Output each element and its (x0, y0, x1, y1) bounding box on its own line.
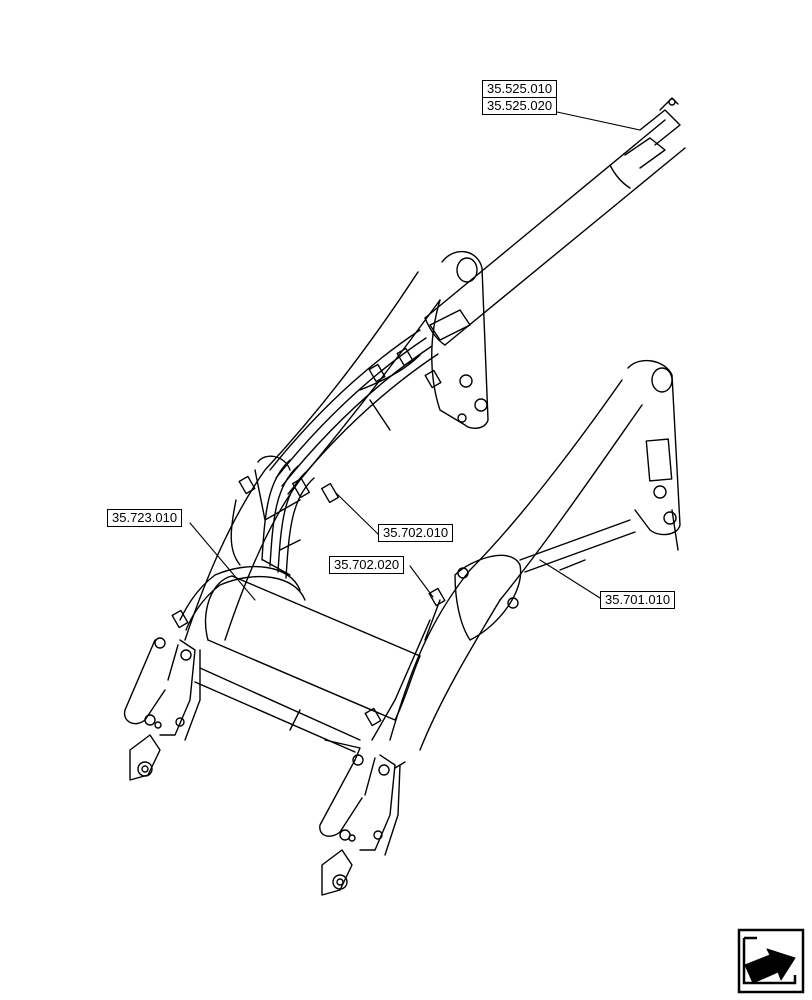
left-bracket (123, 637, 201, 781)
callout-35-702-010[interactable]: 35.702.010 (378, 524, 454, 542)
callout-35-701-010[interactable]: 35.701.010 (600, 591, 676, 609)
lift-cylinder (424, 97, 686, 346)
callout-35-723-010[interactable]: 35.723.010 (107, 509, 183, 527)
callout-35-702-020[interactable]: 35.702.020 (329, 556, 405, 574)
callout-35-525-010[interactable]: 35.525.010 (482, 80, 558, 98)
leader-lines (189, 111, 641, 601)
right-boom-arm (389, 359, 681, 751)
nav-arrow-button[interactable] (737, 928, 805, 994)
cross-tube (194, 575, 421, 761)
callout-35-525-020[interactable]: 35.525.020 (482, 97, 558, 115)
right-bracket (319, 754, 406, 896)
arrow-icon (737, 928, 805, 994)
side-plate (364, 554, 522, 741)
hose-bundle (171, 329, 442, 631)
